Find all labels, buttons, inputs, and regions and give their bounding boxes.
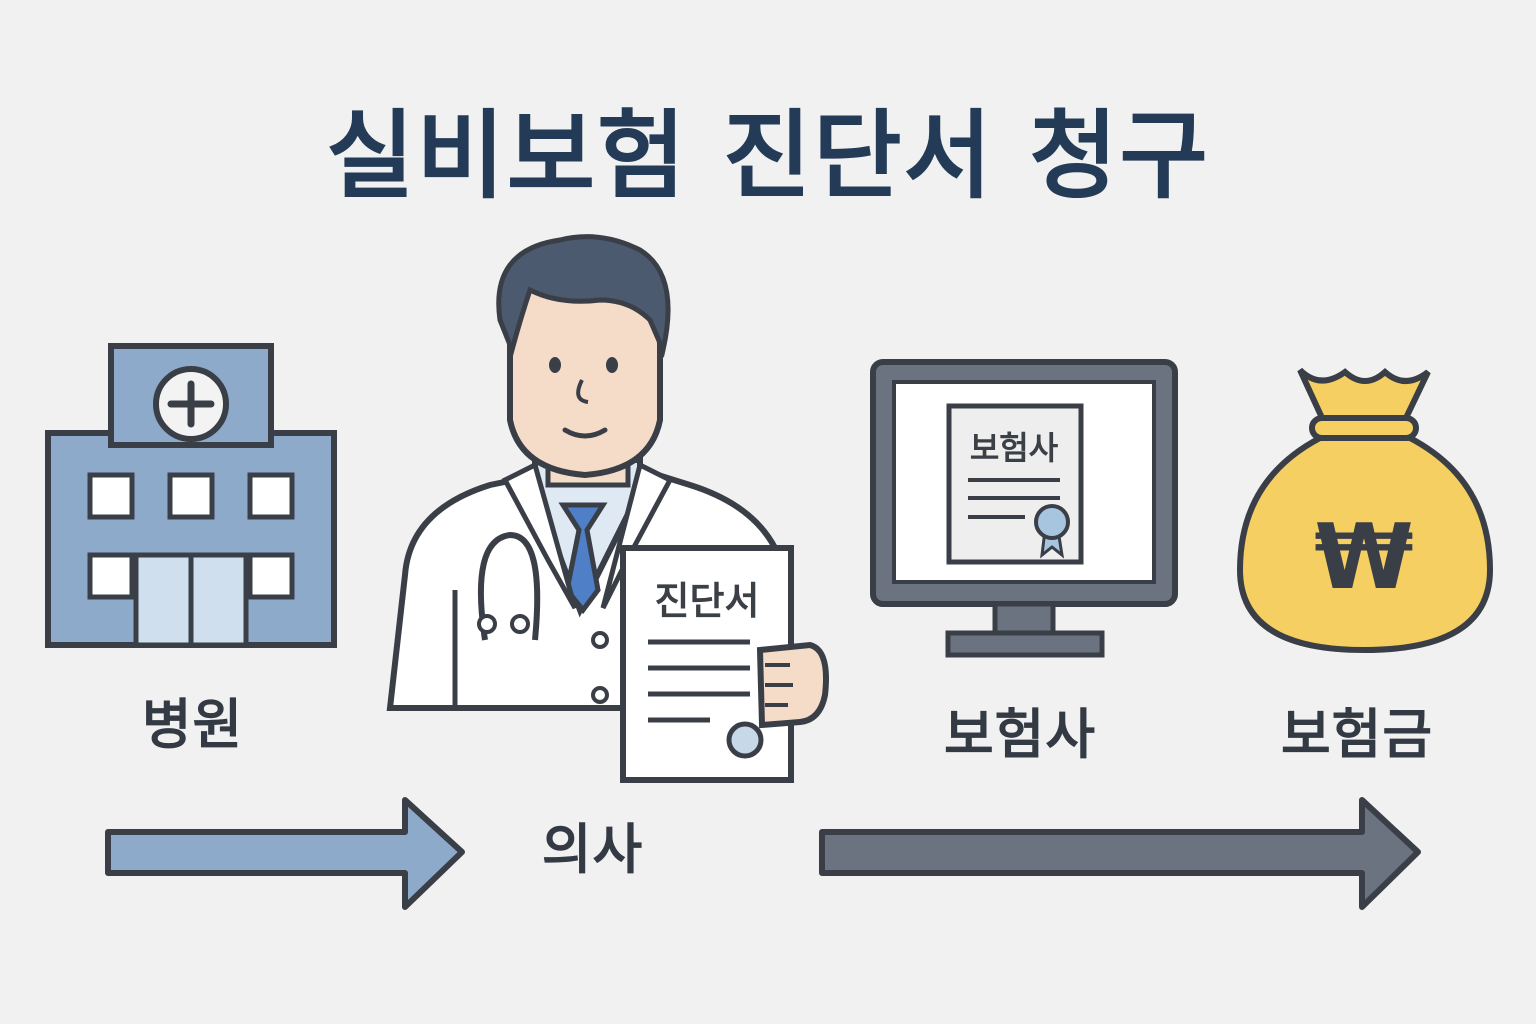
diagnosis-document: 진단서 — [623, 548, 826, 780]
monitor-icon: 보험사 — [873, 362, 1175, 655]
screen-document-title: 보험사 — [970, 429, 1059, 467]
payout-label: 보험금 — [1262, 690, 1452, 769]
money-bag-icon: ₩ — [1240, 370, 1490, 650]
arrow-hospital-to-doctor — [108, 800, 462, 907]
hospital-icon — [48, 346, 334, 645]
won-symbol: ₩ — [1314, 505, 1413, 610]
doctor-label: 의사 — [520, 805, 665, 884]
insurer-label: 보험사 — [920, 690, 1120, 769]
arrow-doctor-to-payout — [822, 800, 1418, 907]
diagnosis-document-title: 진단서 — [655, 579, 760, 623]
hospital-label: 병원 — [110, 680, 275, 759]
